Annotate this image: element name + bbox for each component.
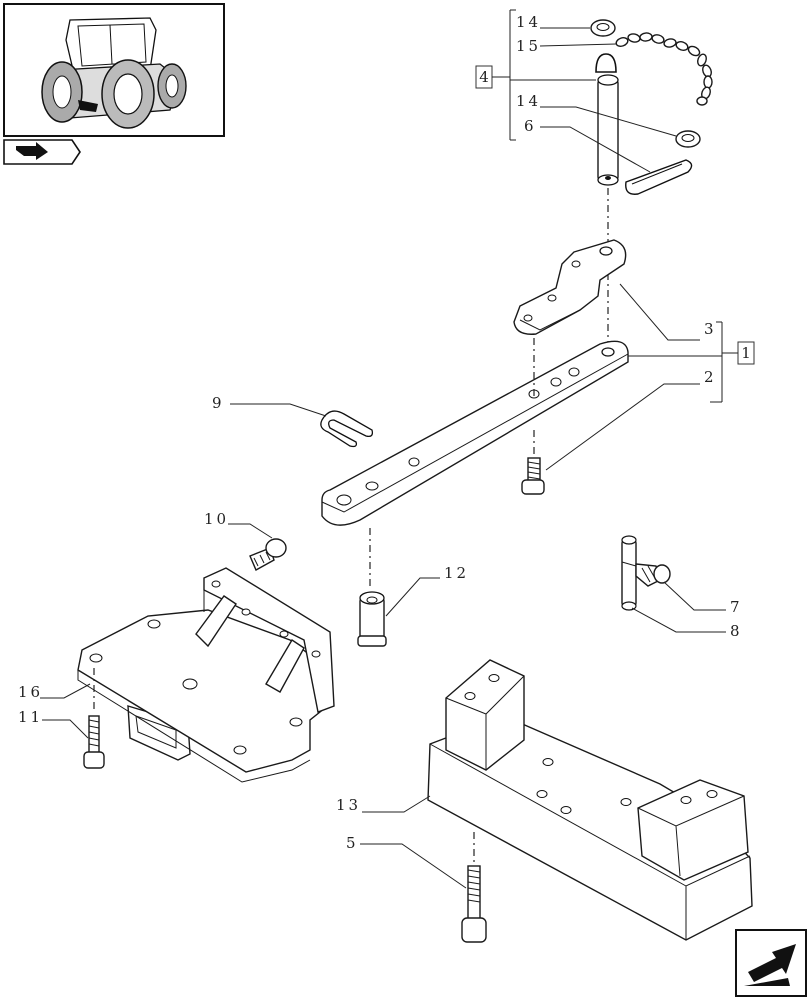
callout-9: 9 [212,394,327,417]
callout-15: 15 [516,37,617,55]
callout-9-label: 9 [212,394,222,412]
callout-10-label: 10 [204,510,229,528]
drawbar [321,340,629,526]
washer-lower [675,130,701,148]
callout-5-label: 5 [346,834,356,852]
callout-16-label: 16 [18,683,43,701]
callout-12-label: 12 [444,564,469,582]
callout-1: 1 [722,341,755,365]
callout-16: 16 [18,683,91,701]
callout-7: 7 [663,581,740,616]
washer-top [590,19,616,37]
tractor-thumbnail-icon [41,17,187,129]
next-page-button[interactable] [735,929,807,997]
pin-8 [621,535,637,611]
linch-pin-clip [625,159,693,195]
r-clip [320,410,374,448]
link-bracket [513,239,627,335]
callout-4: 4 [475,65,510,89]
previous-page-arrow-icon [16,142,48,160]
callout-14-lower: 14 [516,92,677,137]
thumbnail-panel[interactable] [3,3,225,137]
pin-with-ring [595,53,619,186]
callout-2-label: 2 [704,368,714,386]
callout-14-top-label: 14 [516,13,541,31]
callout-8: 8 [631,607,740,640]
callout-13-label: 13 [336,796,361,814]
previous-page-button[interactable] [3,139,81,165]
callout-14-lower-label: 14 [516,92,541,110]
bracket-group-top [509,9,516,141]
callout-2: 2 [545,368,714,471]
callout-12: 12 [385,564,469,617]
callout-14-top: 14 [516,13,590,31]
callout-11: 11 [18,708,89,739]
callout-3-label: 3 [704,320,714,338]
callout-8-label: 8 [730,622,740,640]
next-page-arrow-icon [744,944,796,986]
callout-5: 5 [346,834,467,889]
callout-13: 13 [336,795,431,814]
clip-7 [635,563,671,587]
callout-7-label: 7 [730,598,740,616]
pin-12 [357,591,387,647]
chain [615,32,713,106]
callout-11-label: 11 [18,708,43,726]
bolt-11 [83,715,105,769]
bolt-5 [461,865,487,943]
counterweight-block [427,659,753,941]
callout-4-label: 4 [479,68,489,86]
callout-10: 10 [204,510,273,539]
mounting-plate [77,567,335,783]
callout-15-label: 15 [516,37,541,55]
bolt-arm [521,457,545,495]
bracket-group-arms [710,321,723,403]
bolt-10 [249,538,287,571]
callout-6-label: 6 [524,117,534,135]
callout-3: 3 [619,283,714,341]
callout-6: 6 [524,117,651,173]
callout-1-label: 1 [741,344,751,362]
